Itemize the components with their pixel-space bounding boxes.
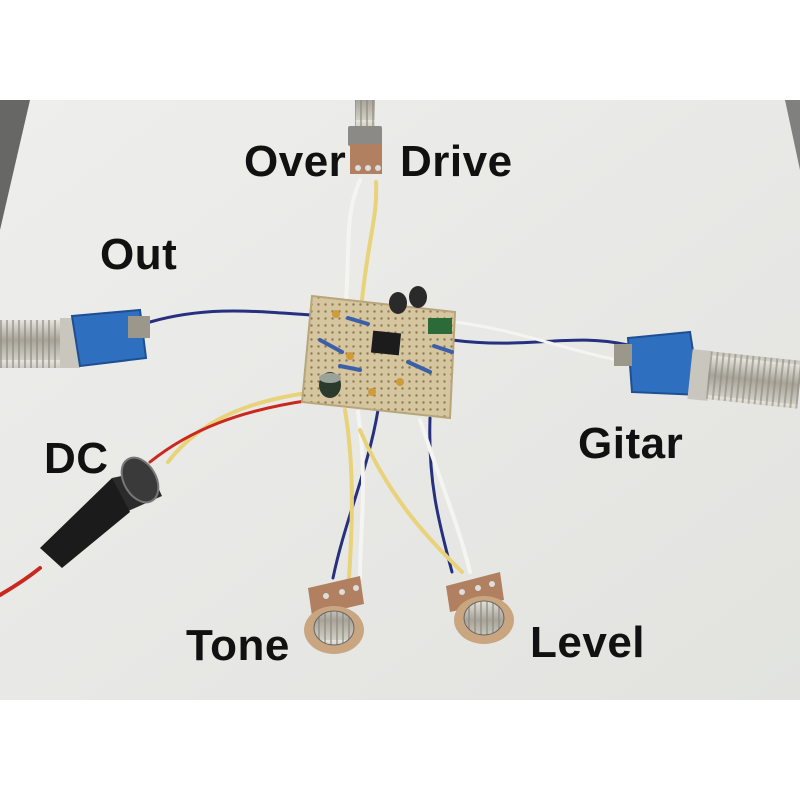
level-pot <box>446 572 514 644</box>
wire-gitar-white <box>453 320 630 364</box>
electrolytic-capacitor-3 <box>409 286 427 308</box>
wire-tone-yellow <box>343 408 354 580</box>
tabletop-shadow-right <box>785 100 800 170</box>
label-dc: DC <box>44 434 109 483</box>
out-jack <box>0 308 150 368</box>
wire-dc-red <box>148 398 314 464</box>
wire-tone-blue <box>331 408 380 580</box>
wire-level-yellow <box>358 428 464 574</box>
wire-level-white <box>418 418 472 574</box>
wire-out-blue <box>148 309 314 324</box>
tone-pot <box>304 576 364 654</box>
label-level: Level <box>530 618 646 667</box>
resistors <box>318 316 454 374</box>
label-over: Over <box>244 137 347 186</box>
gitar-jack <box>614 330 800 409</box>
overdrive-pot <box>348 100 382 174</box>
ic-chip <box>370 330 402 356</box>
wire-dc-red-lead <box>0 566 42 597</box>
wire-overdrive-white <box>344 178 362 302</box>
label-gitar: Gitar <box>578 419 684 468</box>
label-drive: Drive <box>400 137 513 186</box>
label-out: Out <box>100 230 178 279</box>
film-capacitor <box>428 318 452 334</box>
ceramic-capacitors <box>332 310 404 396</box>
dc-jack <box>40 456 162 568</box>
wires <box>0 178 630 597</box>
wire-dc-yellow <box>166 390 317 464</box>
label-tone: Tone <box>186 621 290 670</box>
circuit-board <box>300 286 457 420</box>
wire-overdrive-yellow <box>360 180 379 302</box>
tabletop-shadow-left <box>0 100 30 230</box>
electrolytic-capacitor-2 <box>389 292 407 314</box>
